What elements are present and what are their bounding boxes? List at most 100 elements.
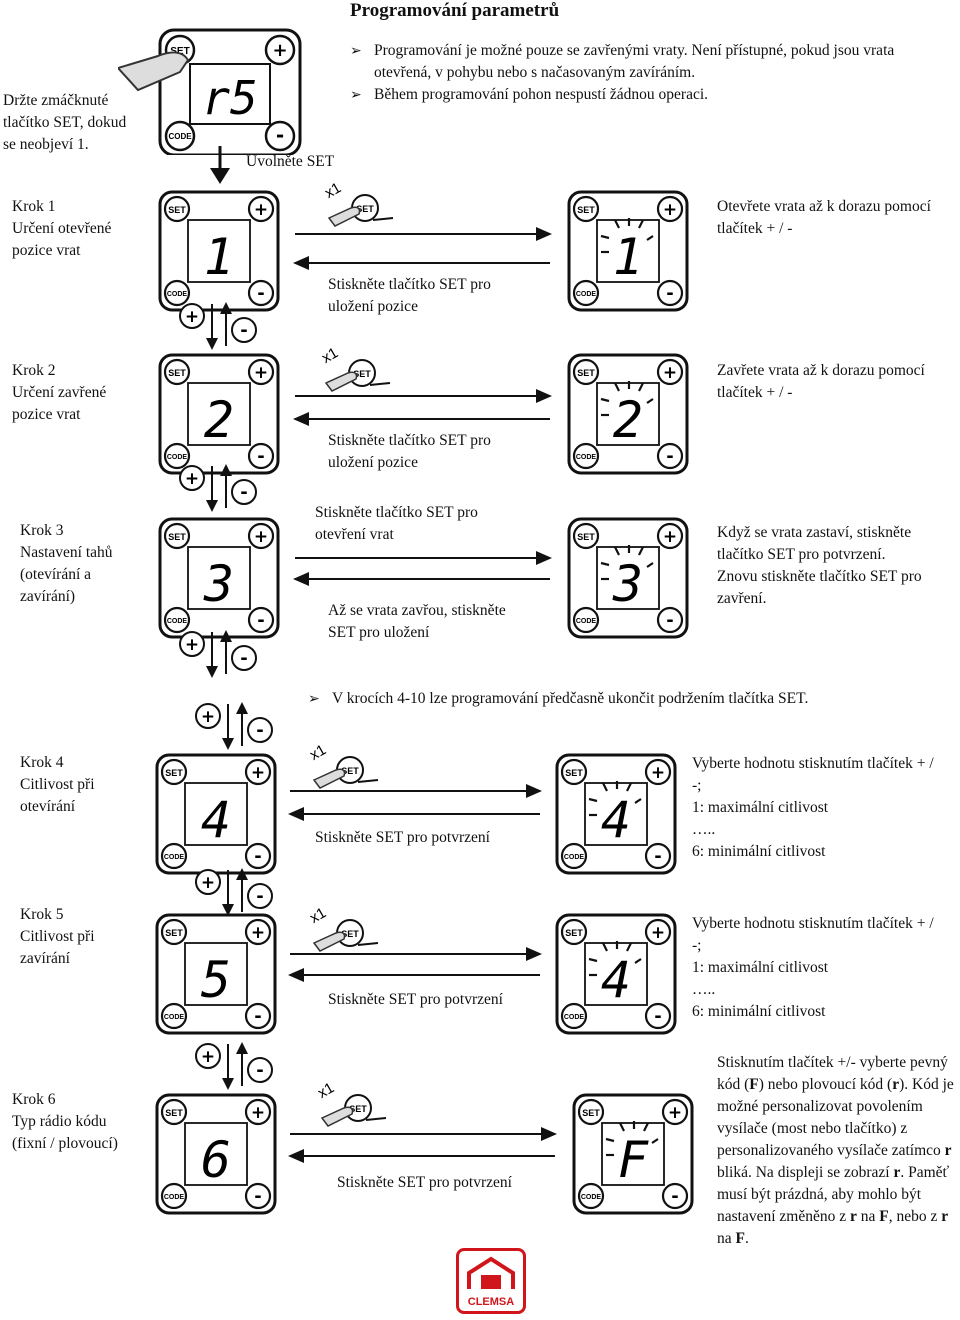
step-5-device-right: SET + CODE - 4 xyxy=(555,913,677,1035)
svg-text:x1: x1 xyxy=(322,344,341,367)
step-2-device-left: SET + CODE - 2 xyxy=(158,353,280,475)
svg-text:-: - xyxy=(256,886,263,907)
plus-minus-icon-1: +- xyxy=(156,300,266,357)
svg-text:-: - xyxy=(257,283,264,304)
svg-text:CODE: CODE xyxy=(564,854,585,861)
svg-text:+: + xyxy=(663,200,677,220)
header-display-digits: r5 xyxy=(202,71,257,125)
step-6-arrow-left xyxy=(288,1149,555,1163)
svg-text:SET: SET xyxy=(168,368,186,378)
note-list: V krocích 4-10 lze programování předčasn… xyxy=(308,688,948,710)
step-1-arrow-right xyxy=(295,227,552,241)
svg-text:CODE: CODE xyxy=(167,618,188,625)
svg-text:SET: SET xyxy=(170,46,189,57)
svg-text:+: + xyxy=(254,527,268,547)
bullet-closed-only: Programování je možné pouze se zavřenými… xyxy=(350,40,940,84)
svg-text:SET: SET xyxy=(341,766,359,776)
step-5-label: Krok 5 Citlivost při zavírání xyxy=(20,906,95,967)
svg-text:-: - xyxy=(240,648,247,669)
svg-text:SET: SET xyxy=(349,1104,367,1114)
release-set-label: Uvolněte SET xyxy=(246,153,335,170)
step-3-arrow-right xyxy=(295,551,552,565)
step-5-device-left: SET + CODE - 5 xyxy=(155,913,277,1035)
svg-text:+: + xyxy=(251,763,265,783)
hold-set-instruction: Držte zmáčknuté tlačítko SET, dokud se n… xyxy=(3,92,127,153)
display-digit: 2 xyxy=(613,391,643,449)
plus-minus-icon-4: +- xyxy=(172,700,282,757)
svg-text:+: + xyxy=(201,707,215,727)
plus-minus-buttons-icon: +- xyxy=(179,630,257,678)
plus-minus-buttons-icon: +- xyxy=(195,868,273,916)
svg-text:-: - xyxy=(240,482,247,503)
svg-text:-: - xyxy=(254,846,261,867)
hand-icon xyxy=(118,51,190,92)
svg-text:+: + xyxy=(254,363,268,383)
plus-minus-buttons-icon: +- xyxy=(179,302,257,350)
svg-text:+: + xyxy=(272,40,287,61)
display-digit: 1 xyxy=(613,228,643,286)
remote-panel-icon: SET + CODE - 3 xyxy=(158,517,280,639)
display-digit: 2 xyxy=(204,391,234,449)
svg-text:-: - xyxy=(654,1006,661,1027)
step-6-arrow-right xyxy=(290,1127,557,1141)
svg-text:CODE: CODE xyxy=(576,291,597,298)
svg-text:CODE: CODE xyxy=(167,454,188,461)
step-2-device-right: SET + CODE - 2 xyxy=(567,353,689,475)
remote-panel-icon: SET + CODE - 3 xyxy=(567,517,689,639)
svg-text:SET: SET xyxy=(565,768,583,778)
display-digit: 4 xyxy=(601,791,631,849)
arrow-down-icon xyxy=(210,146,230,184)
plus-minus-icon-6: +- xyxy=(172,1040,282,1097)
svg-text:CODE: CODE xyxy=(581,1194,602,1201)
step-2-arrow-right xyxy=(295,389,552,403)
bullet-no-operation: Během programování pohon nespustí žádnou… xyxy=(350,84,940,106)
display-digit: 4 xyxy=(601,951,631,1009)
step-4-arrow-left xyxy=(288,807,540,821)
svg-text:+: + xyxy=(185,635,199,655)
svg-text:SET: SET xyxy=(165,928,183,938)
step-6-label: Krok 6 Typ rádio kódu (fixní / plovoucí) xyxy=(12,1091,118,1152)
house-icon xyxy=(467,1256,515,1289)
step-6-right-text: Stisknutím tlačítek +/- vyberte pevný kó… xyxy=(717,1054,954,1247)
svg-text:SET: SET xyxy=(577,368,595,378)
svg-text:-: - xyxy=(666,610,673,631)
svg-text:-: - xyxy=(276,123,284,147)
step-5-arrow-right xyxy=(290,947,542,961)
remote-panel-icon: SET + CODE - F xyxy=(572,1093,694,1215)
svg-text:x1: x1 xyxy=(310,904,329,927)
display-digit: F xyxy=(618,1131,649,1189)
svg-text:+: + xyxy=(254,200,268,220)
clemsa-logo: CLEMSA xyxy=(456,1248,526,1314)
display-digit: 3 xyxy=(203,555,234,613)
svg-text:+: + xyxy=(663,363,677,383)
step-5-arrow-left xyxy=(288,968,540,982)
svg-text:-: - xyxy=(671,1186,678,1207)
display-digit: 6 xyxy=(201,1131,231,1189)
step-2-label: Krok 2 Určení zavřené pozice vrat xyxy=(12,362,107,423)
header-device-illustration: SET + CODE - r5 xyxy=(118,28,302,155)
svg-text:SET: SET xyxy=(577,532,595,542)
display-digit: 1 xyxy=(204,228,234,286)
svg-text:-: - xyxy=(666,283,673,304)
step-3-right-text: Když se vrata zastaví, stiskněte tlačítk… xyxy=(717,524,922,607)
plus-minus-buttons-icon: +- xyxy=(195,702,273,750)
logo-text: CLEMSA xyxy=(467,1296,515,1308)
svg-text:+: + xyxy=(663,527,677,547)
remote-panel-icon: SET + CODE - 1 xyxy=(567,190,689,312)
remote-panel-icon: SET + CODE - 2 xyxy=(567,353,689,475)
svg-text:SET: SET xyxy=(165,768,183,778)
remote-panel-icon: SET + CODE - 5 xyxy=(155,913,277,1035)
svg-text:SET: SET xyxy=(356,204,374,214)
remote-panel-icon: SET + CODE - 1 xyxy=(158,190,280,312)
remote-panel-icon: SET + CODE - 6 xyxy=(155,1093,277,1215)
step-2-right-text: Zavřete vrata až k dorazu pomocí tlačíte… xyxy=(717,362,925,401)
step-3-mid-text-top: Stiskněte tlačítko SET pro otevření vrat xyxy=(315,504,478,543)
svg-text:-: - xyxy=(240,320,247,341)
